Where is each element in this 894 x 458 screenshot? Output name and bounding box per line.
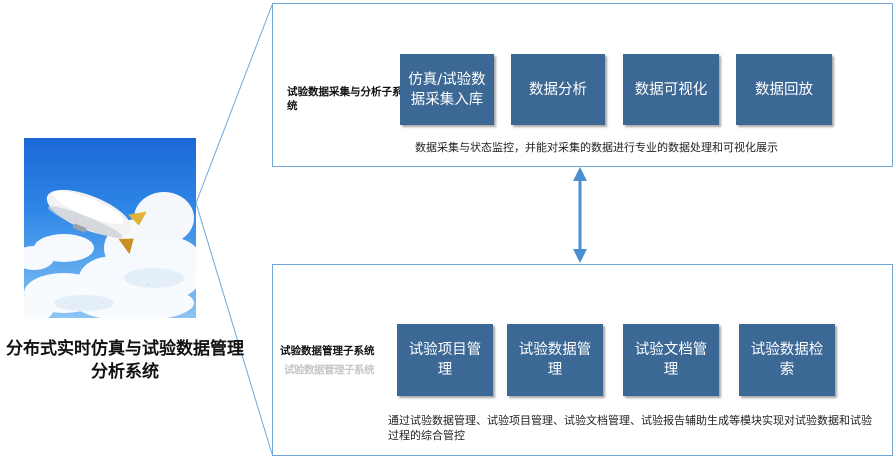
module-data-analysis: 数据分析 [511, 54, 605, 125]
management-subsystem-description: 通过试验数据管理、试验项目管理、试验文档管理、试验报告辅助生成等模块实现对试验数… [388, 414, 872, 442]
module-data-visualization: 数据可视化 [623, 54, 719, 125]
connector-line-top [195, 4, 273, 204]
acquisition-subsystem-label: 试验数据采集与分析子系统 [287, 86, 403, 112]
airship-in-sky-image [24, 138, 196, 318]
module-data-retrieval: 试验数据检索 [739, 324, 835, 396]
acquisition-subsystem-description: 数据采集与状态监控，并能对采集的数据进行专业的数据处理和可视化展示 [415, 141, 778, 154]
module-test-data-management: 试验数据管理 [507, 324, 603, 396]
module-project-management: 试验项目管理 [397, 324, 493, 396]
module-data-acquisition: 仿真/试验数据采集入库 [400, 54, 494, 125]
module-document-management: 试验文档管理 [623, 324, 719, 396]
management-subsystem-label: 试验数据管理子系统 [280, 345, 375, 357]
bidirectional-arrow-icon [573, 167, 587, 263]
system-title: 分布式实时仿真与试验数据管理分析系统 [6, 339, 244, 382]
connector-line-bottom [195, 202, 273, 455]
management-subsystem-label-shadow: 试验数据管理子系统 [284, 364, 375, 376]
module-data-playback: 数据回放 [736, 54, 832, 125]
